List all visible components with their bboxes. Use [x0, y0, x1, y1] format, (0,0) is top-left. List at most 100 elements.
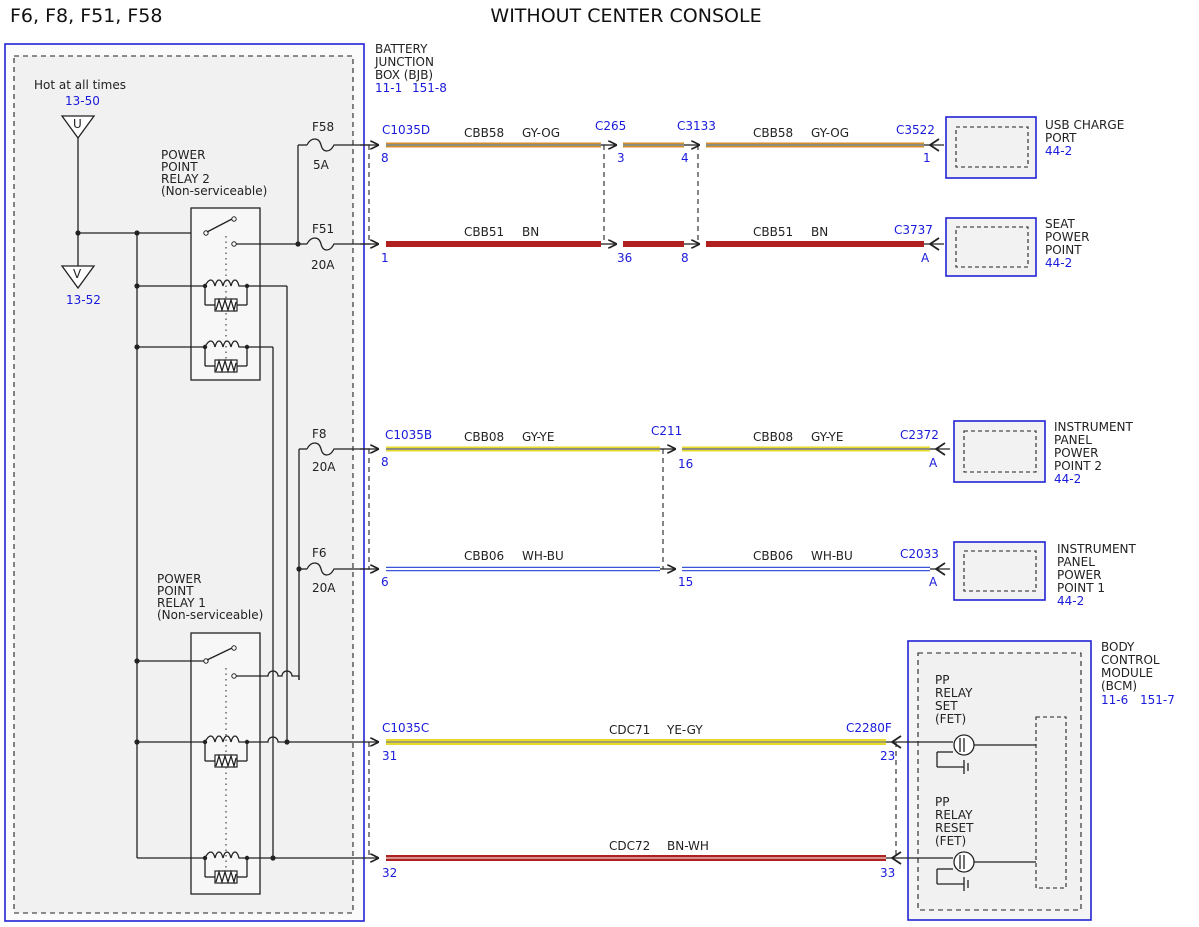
color-cdc72: BN-WH — [667, 839, 709, 853]
relay-2-switch-icon — [203, 216, 237, 360]
pin-c265-3: 3 — [617, 151, 625, 165]
splice-v-label: V — [73, 267, 82, 281]
bcm-label: BODY CONTROL MODULE (BCM) — [1101, 640, 1163, 693]
seat-power-point-label: SEAT POWER POINT — [1045, 217, 1093, 257]
color-cbb58-b: GY-OG — [811, 126, 849, 140]
hot-at-all-times-label: Hot at all times — [34, 78, 126, 92]
pin-c1035c-32: 32 — [382, 866, 397, 880]
pp-relay-reset-label: PP RELAY RESET (FET) — [935, 795, 977, 848]
pin-c1035d-1: 1 — [381, 251, 389, 265]
fuse-f58-name: F58 — [312, 120, 334, 134]
fuse-f6-name: F6 — [312, 546, 327, 560]
connector-c2280f[interactable]: C2280F — [846, 721, 892, 735]
connector-c3133[interactable]: C3133 — [677, 119, 716, 133]
circuit-cbb08-a: CBB08 — [464, 430, 504, 444]
circuit-cdc71: CDC71 — [609, 723, 650, 737]
relay-2-reset-coil-icon — [137, 340, 250, 374]
pp-relay-reset-fet-icon — [905, 851, 1036, 891]
bcm-ref-1[interactable]: 11-6 — [1101, 693, 1128, 707]
pin-c211-16: 16 — [678, 457, 693, 471]
hot-ref[interactable]: 13-50 — [65, 94, 100, 108]
color-cbb06-a: WH-BU — [522, 549, 564, 563]
connector-c1035d[interactable]: C1035D — [382, 123, 430, 137]
circuit-cbb06-a: CBB06 — [464, 549, 504, 563]
fuse-f51-rating: 20A — [311, 258, 335, 272]
fuse-f8-icon — [306, 442, 370, 456]
pin-c2372-a: A — [929, 456, 938, 470]
seat-ref[interactable]: 44-2 — [1045, 256, 1072, 270]
bcm-ref-2[interactable]: 151-7 — [1140, 693, 1175, 707]
pp-relay-set-label: PP RELAY SET (FET) — [935, 673, 976, 726]
connector-c211[interactable]: C211 — [651, 424, 682, 438]
splice-v-ref[interactable]: 13-52 — [66, 293, 101, 307]
pin-c2280f-23: 23 — [880, 749, 895, 763]
color-cdc71: YE-GY — [666, 723, 703, 737]
seat-power-point-box[interactable] — [945, 217, 1037, 277]
bjb-label: BATTERY JUNCTION BOX (BJB) — [374, 42, 438, 82]
relay-2-label: POWER POINT RELAY 2 (Non-serviceable) — [161, 148, 267, 198]
diagram-title: WITHOUT CENTER CONSOLE — [490, 5, 761, 27]
connector-c2372[interactable]: C2372 — [900, 428, 939, 442]
splice-v-icon — [60, 265, 96, 290]
pp-relay-set-fet-icon — [905, 734, 1036, 774]
connector-c3737[interactable]: C3737 — [894, 223, 933, 237]
ipp1-ref[interactable]: 44-2 — [1057, 594, 1084, 608]
relay-1-switch-icon — [137, 645, 237, 876]
pin-c3737-a: A — [921, 251, 930, 265]
relay-2-box — [190, 207, 261, 381]
pin-c1035d-8: 8 — [381, 151, 389, 165]
circuit-cdc72: CDC72 — [609, 839, 650, 853]
usb-charge-port-box[interactable] — [945, 116, 1037, 179]
color-cbb08-a: GY-YE — [522, 430, 554, 444]
pin-c2033-a: A — [929, 575, 938, 589]
color-cbb51-b: BN — [811, 225, 828, 239]
circuit-cbb51-b: CBB51 — [753, 225, 793, 239]
pin-c3133-4: 4 — [681, 151, 689, 165]
splice-u-icon — [60, 115, 96, 140]
fuse-f58-icon — [306, 138, 370, 152]
color-cbb06-b: WH-BU — [811, 549, 853, 563]
usb-ref[interactable]: 44-2 — [1045, 144, 1072, 158]
relay-2-set-coil-icon — [137, 279, 250, 313]
fuse-f58-rating: 5A — [313, 158, 330, 172]
bjb-ref-1[interactable]: 11-1 — [375, 81, 402, 95]
fuse-f6-rating: 20A — [312, 581, 336, 595]
circuit-cbb51-a: CBB51 — [464, 225, 504, 239]
ipp2-ref[interactable]: 44-2 — [1054, 472, 1081, 486]
pin-c265-36: 36 — [617, 251, 632, 265]
relay-1-label: POWER POINT RELAY 1 (Non-serviceable) — [157, 572, 263, 622]
bjb-inner-box — [13, 55, 354, 914]
circuit-cbb58-a: CBB58 — [464, 126, 504, 140]
ip-power-point-1-label: INSTRUMENT PANEL POWER POINT 1 — [1057, 542, 1140, 595]
color-cbb08-b: GY-YE — [811, 430, 843, 444]
connector-c3522[interactable]: C3522 — [896, 123, 935, 137]
bcm-internal-logic-box — [1035, 716, 1067, 889]
circuit-cbb08-b: CBB08 — [753, 430, 793, 444]
splice-u-label: U — [73, 117, 82, 131]
fuse-f51-icon — [306, 237, 370, 251]
color-cbb58-a: GY-OG — [522, 126, 560, 140]
pin-c2280f-33: 33 — [880, 866, 895, 880]
ip-power-point-2-box[interactable] — [953, 420, 1046, 483]
relay-1-set-coil-icon — [137, 735, 250, 769]
pin-c1035c-31: 31 — [382, 749, 397, 763]
fuse-f8-rating: 20A — [312, 460, 336, 474]
pin-c3522-1: 1 — [923, 151, 931, 165]
color-cbb51-a: BN — [522, 225, 539, 239]
circuit-cbb58-b: CBB58 — [753, 126, 793, 140]
diagram-fuse-title: F6, F8, F51, F58 — [10, 5, 162, 27]
pin-c211-15: 15 — [678, 575, 693, 589]
connector-c265[interactable]: C265 — [595, 119, 626, 133]
connector-c1035b[interactable]: C1035B — [385, 428, 432, 442]
pin-c3133-8: 8 — [681, 251, 689, 265]
ip-power-point-1-box[interactable] — [953, 541, 1046, 601]
fuse-f6-icon — [306, 562, 370, 576]
circuit-cbb06-b: CBB06 — [753, 549, 793, 563]
connector-c2033[interactable]: C2033 — [900, 547, 939, 561]
connector-c1035c[interactable]: C1035C — [382, 721, 429, 735]
pin-c1035b-8: 8 — [381, 455, 389, 469]
ip-power-point-2-label: INSTRUMENT PANEL POWER POINT 2 — [1054, 420, 1137, 473]
bjb-ref-2[interactable]: 151-8 — [412, 81, 447, 95]
pin-c1035b-6: 6 — [381, 575, 389, 589]
